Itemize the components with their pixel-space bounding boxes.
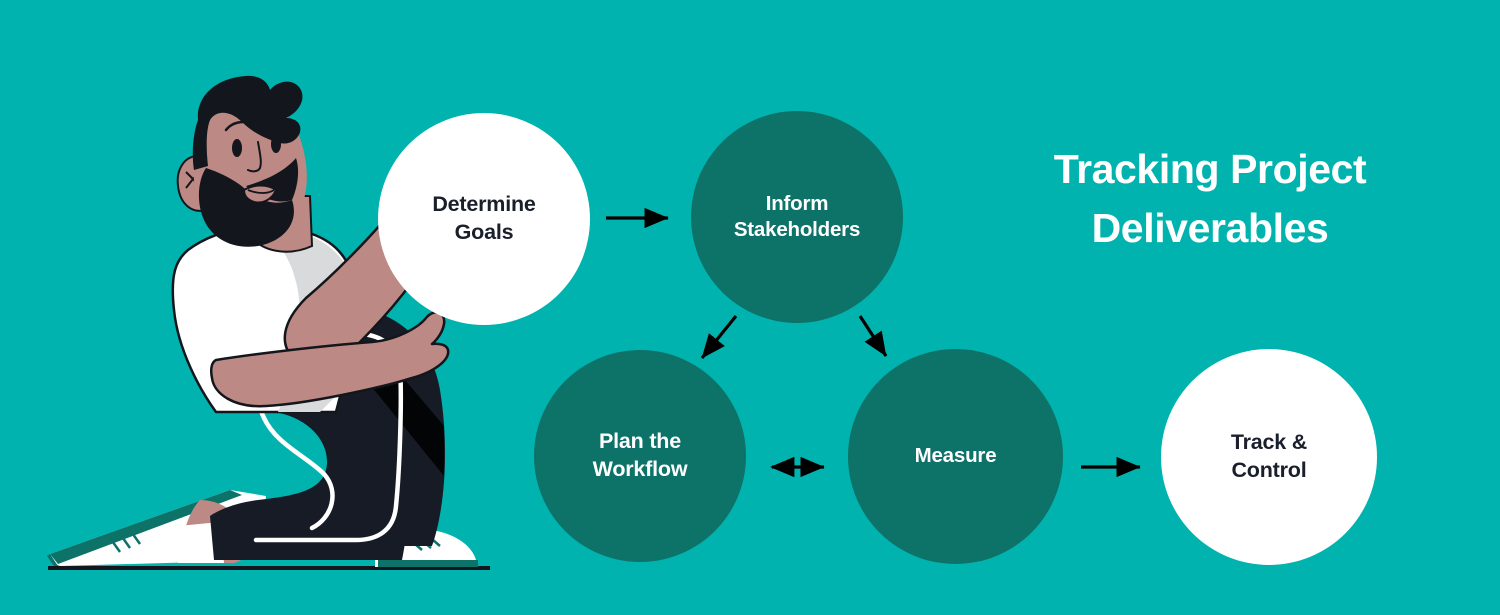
node-measure-label: Measure: [914, 444, 997, 468]
kneeling-bearded-man-illustration: [47, 75, 490, 570]
eye-right: [271, 135, 281, 153]
nose: [247, 141, 262, 173]
eye-left: [232, 139, 242, 157]
node-track-control[interactable]: Track &Control: [1161, 349, 1377, 565]
lower-arm: [209, 311, 450, 408]
node-track-control-label: Track &Control: [1230, 430, 1308, 482]
arrow-inform-to-plan: [700, 314, 738, 360]
arrow-inform-to-measure: [858, 315, 888, 357]
node-measure[interactable]: Measure: [848, 349, 1063, 564]
page-title-line1: Tracking Project: [1053, 146, 1367, 192]
page-title-line2: Deliverables: [1091, 204, 1329, 251]
page-title: Tracking Project Deliverables: [1000, 140, 1420, 257]
eyebrow-left: [224, 120, 254, 132]
head: [176, 75, 307, 247]
eyebrow-right: [265, 118, 294, 126]
